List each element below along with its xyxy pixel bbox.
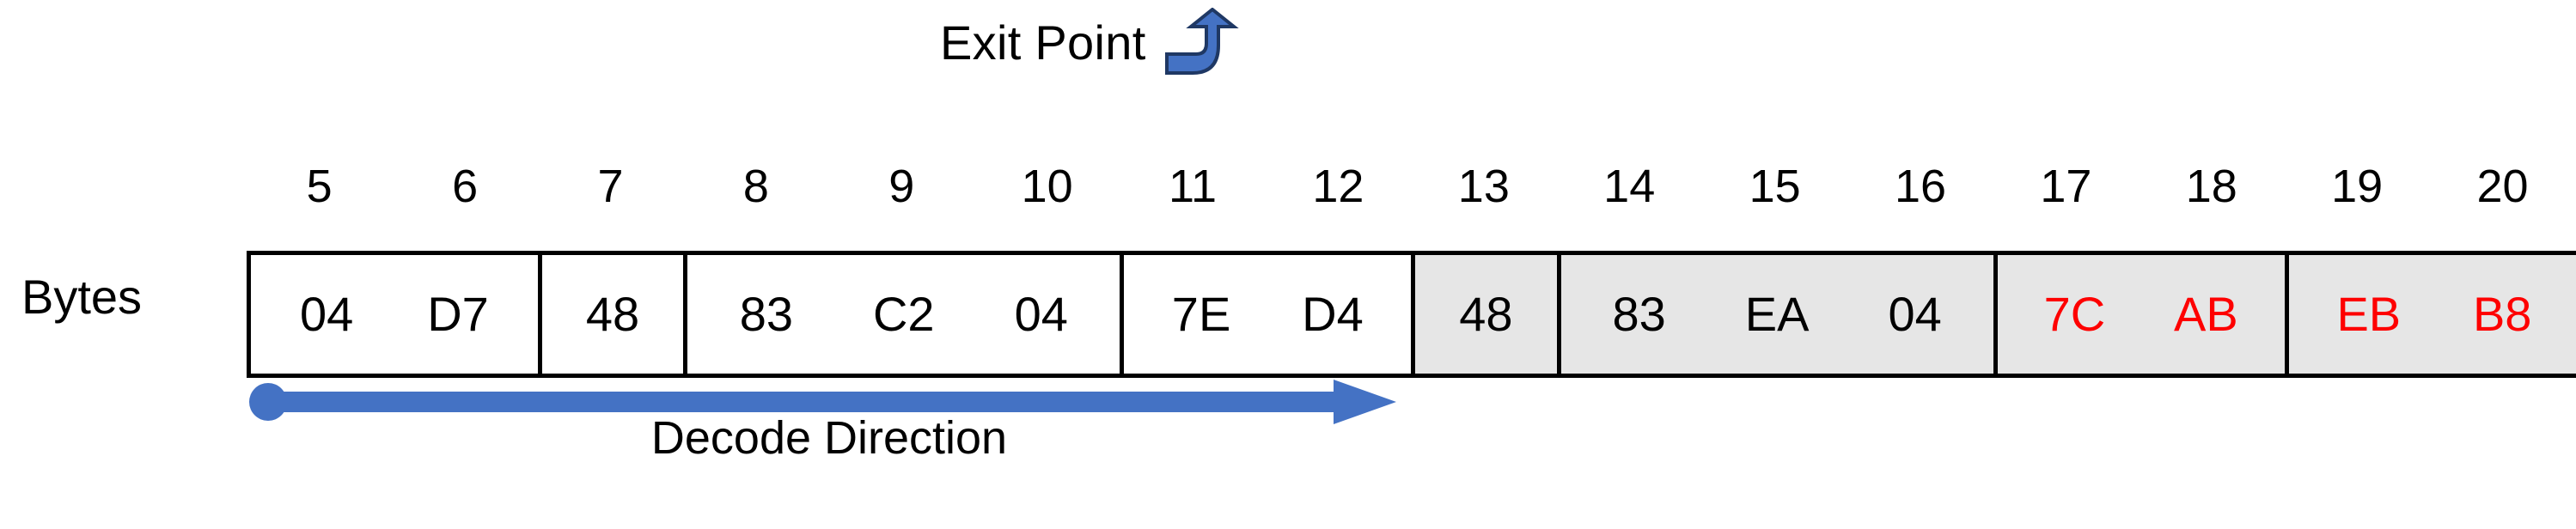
byte-cell: 7E D4 <box>1124 255 1416 374</box>
column-index: 9 <box>888 161 915 212</box>
column-index: 14 <box>1603 161 1656 212</box>
byte-value: D4 <box>1302 287 1364 341</box>
column-index: 13 <box>1457 161 1510 212</box>
exit-point-label: Exit Point <box>940 15 1146 70</box>
column-index: 17 <box>2040 161 2092 212</box>
byte-value: 48 <box>585 287 640 341</box>
byte-value: D7 <box>427 287 489 341</box>
byte-value: B8 <box>2472 287 2532 341</box>
byte-value: 7C <box>2043 287 2106 341</box>
byte-value: AB <box>2173 287 2238 341</box>
decode-direction-arrow-icon <box>249 376 1405 432</box>
byte-cell: 83 EA 04 <box>1560 255 1998 374</box>
exit-point-group: Exit Point <box>940 6 1244 79</box>
byte-value: EB <box>2336 287 2402 341</box>
byte-value: C2 <box>872 287 935 341</box>
byte-value: 7E <box>1171 287 1231 341</box>
byte-value: 48 <box>1459 287 1513 341</box>
byte-value: 83 <box>1612 287 1666 341</box>
column-index: 6 <box>452 161 479 212</box>
byte-cell: 04 D7 <box>251 255 542 374</box>
column-index: 20 <box>2476 161 2529 212</box>
column-index: 5 <box>306 161 333 212</box>
byte-cell: 83 C2 04 <box>687 255 1125 374</box>
column-index: 15 <box>1749 161 1801 212</box>
byte-value: 04 <box>1014 287 1068 341</box>
byte-value: EA <box>1744 287 1810 341</box>
decode-direction-label: Decode Direction <box>650 412 1008 464</box>
column-index: 12 <box>1312 161 1364 212</box>
bent-arrow-up-icon <box>1164 6 1244 79</box>
byte-cell: 7C AB <box>1997 255 2289 374</box>
byte-value: 04 <box>299 287 354 341</box>
column-index: 11 <box>1169 161 1218 212</box>
byte-table: 04 D7 48 83 C2 04 7E D4 48 83 EA 04 7C AB EB B8 <box>247 251 2576 378</box>
bytes-row-label: Bytes <box>21 270 143 324</box>
column-index: 8 <box>742 161 769 212</box>
column-index: 10 <box>1021 161 1073 212</box>
column-index: 7 <box>597 161 624 212</box>
byte-cell: EB B8 <box>2288 255 2576 374</box>
column-index: 18 <box>2185 161 2237 212</box>
byte-value: 83 <box>739 287 793 341</box>
column-index: 19 <box>2331 161 2384 212</box>
column-index: 16 <box>1894 161 1947 212</box>
byte-cell: 48 <box>542 255 688 374</box>
byte-value: 04 <box>1888 287 1942 341</box>
byte-cell: 48 <box>1415 255 1561 374</box>
column-index-row: 5 6 7 8 9 10 11 12 13 14 15 16 17 18 19 … <box>247 153 2575 220</box>
